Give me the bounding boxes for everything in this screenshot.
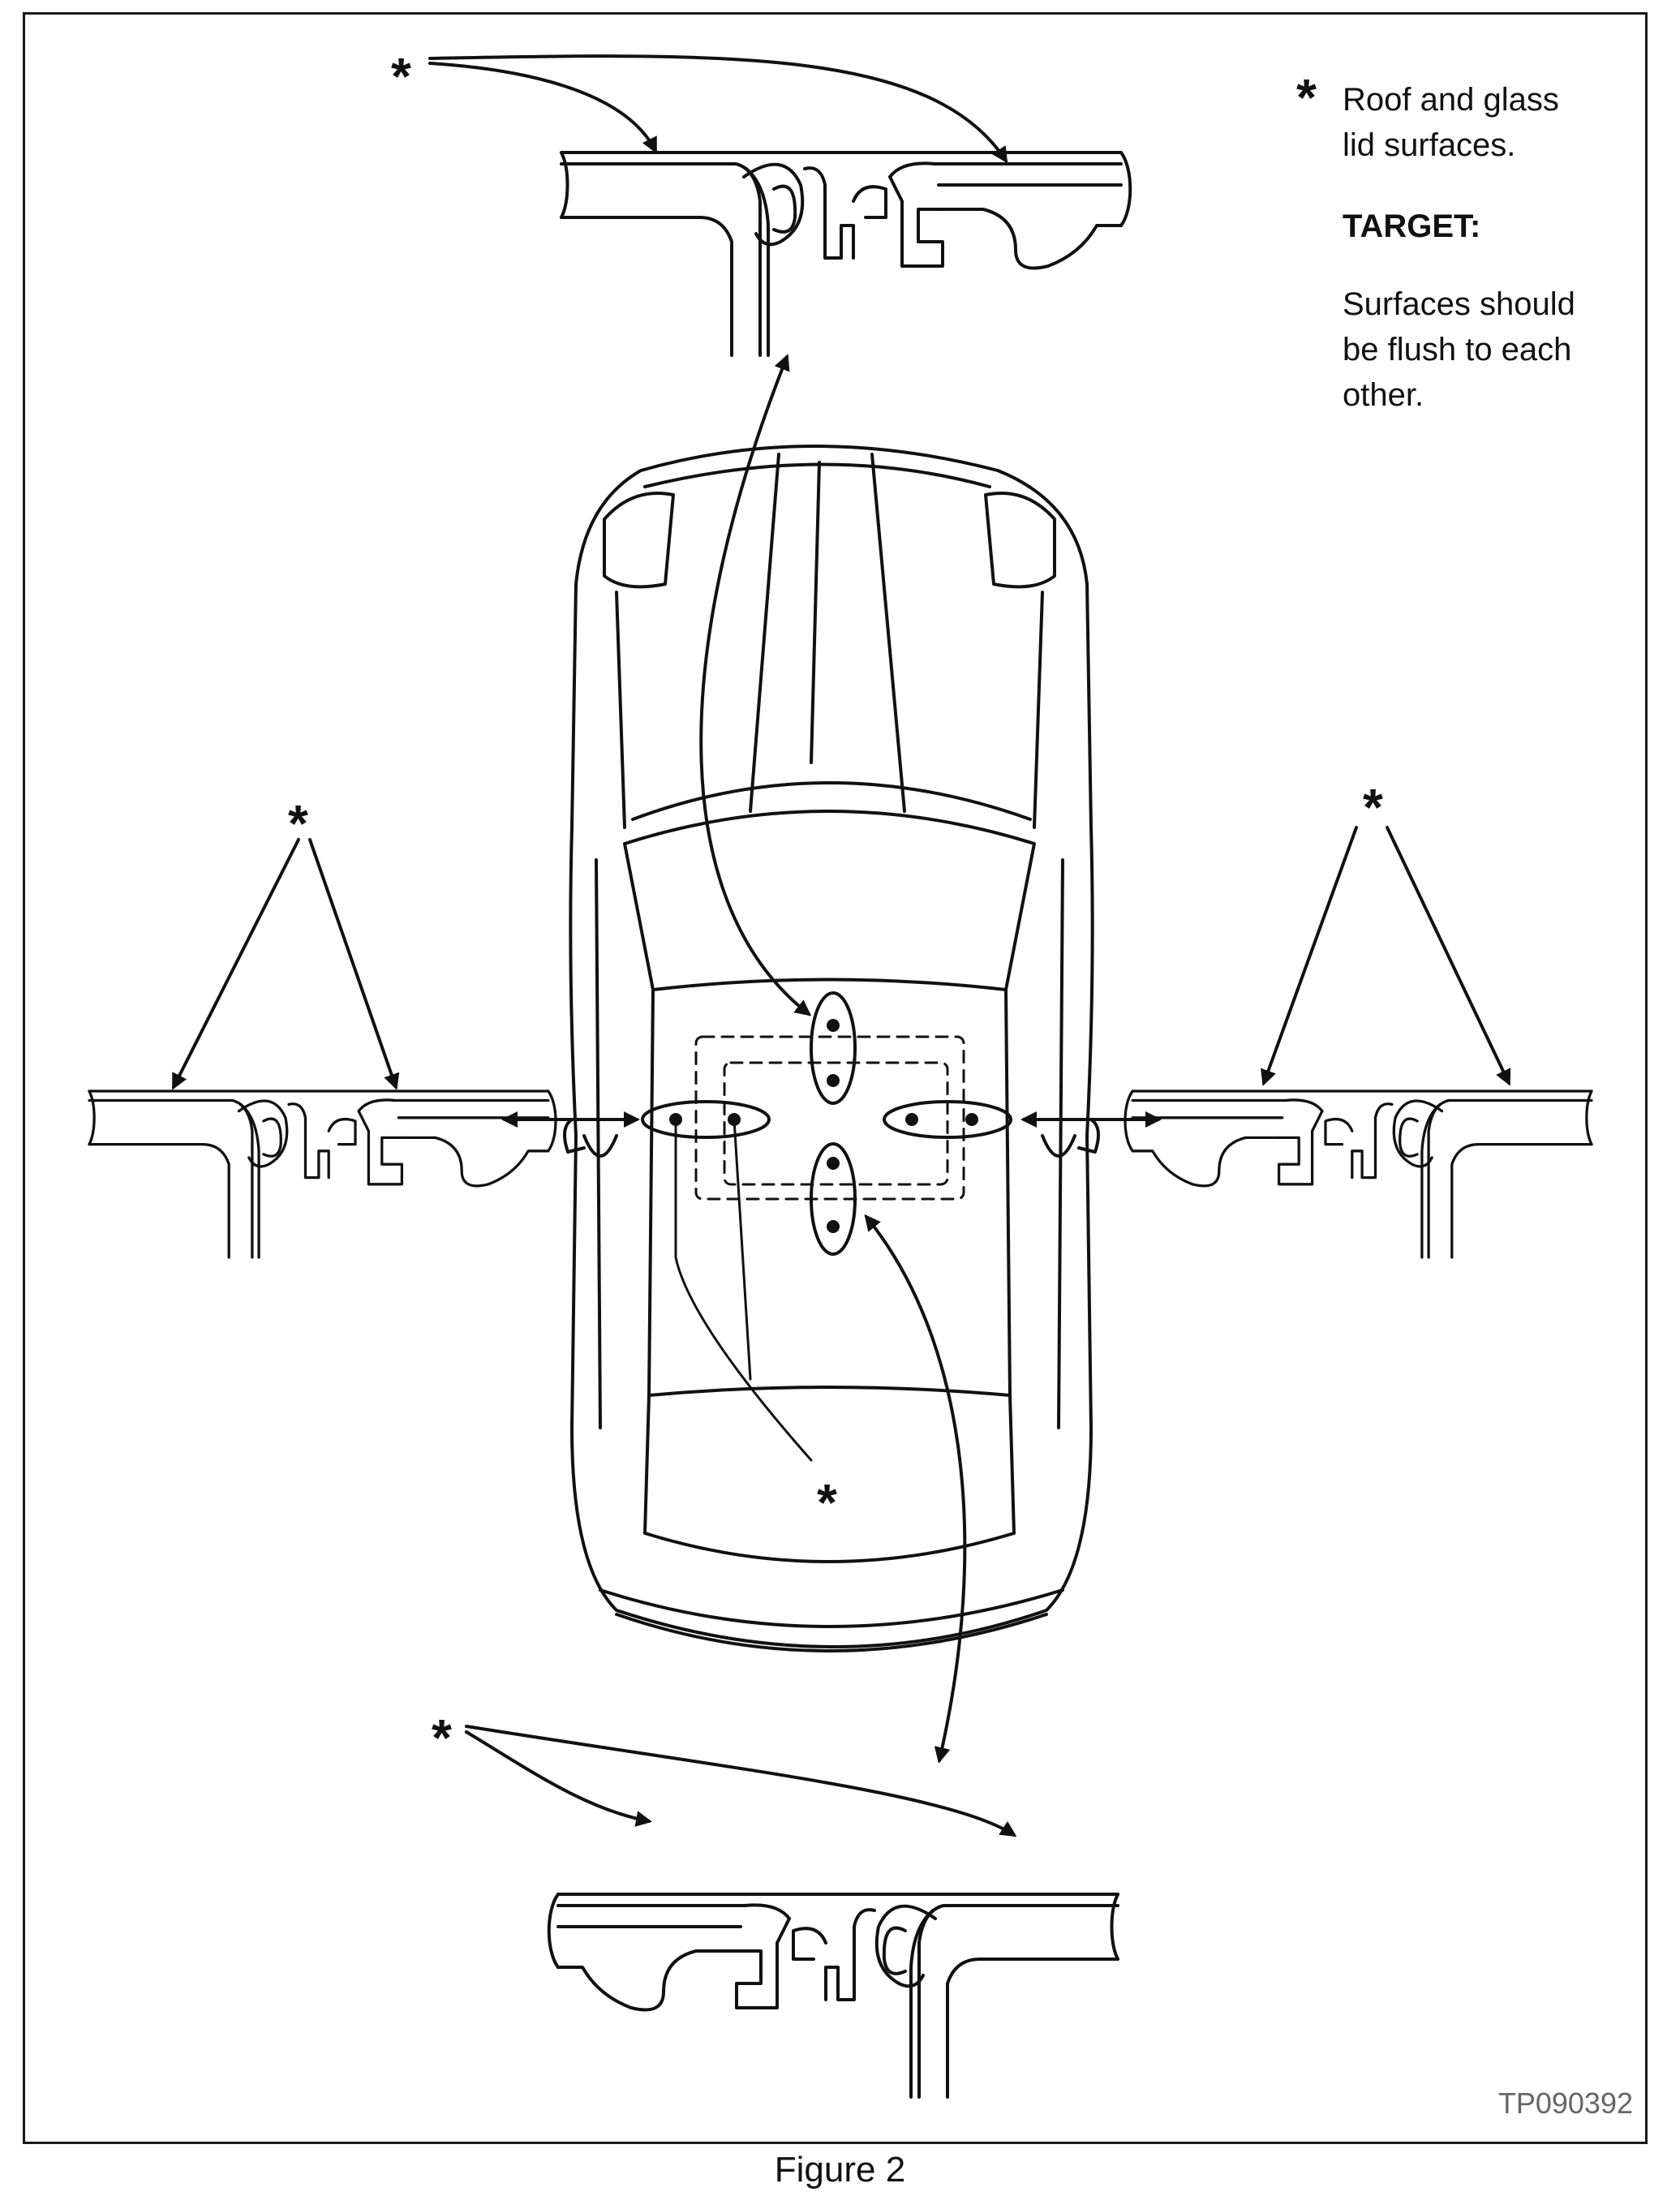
- figure-id: TP090392: [1497, 2086, 1633, 2120]
- arrow-to-top: [699, 354, 812, 1016]
- target-line2: be flush to each: [1343, 332, 1572, 367]
- top-arrow-left: [428, 62, 657, 154]
- right-arrow-b: [1386, 826, 1511, 1086]
- top-arrow-right: [428, 54, 1008, 164]
- leader-b: [733, 1118, 752, 1381]
- sunroof-outline: [694, 1035, 965, 1201]
- legend-line1: Roof and glass: [1343, 82, 1559, 118]
- figure-caption: Figure 2: [774, 2150, 906, 2190]
- legend: Roof and glass lid surfaces. TARGET: Sur…: [1343, 77, 1635, 418]
- left-arrow-b: [308, 838, 400, 1090]
- section-left: [88, 1089, 557, 1259]
- target-line3: other.: [1343, 377, 1424, 413]
- callout-center-asterisk: *: [817, 1473, 837, 1532]
- diagram-frame: [23, 12, 1648, 2144]
- legend-asterisk: *: [1296, 68, 1317, 127]
- callout-right-asterisk: *: [1363, 778, 1383, 836]
- bottom-arrow-left: [465, 1730, 652, 1827]
- left-arrow-a: [172, 838, 300, 1090]
- section-right: [1124, 1089, 1593, 1259]
- callout-top-asterisk: *: [391, 47, 411, 105]
- car-top-view: [563, 445, 1100, 1652]
- callout-bottom-asterisk: *: [432, 1708, 452, 1767]
- callout-left-asterisk: *: [288, 794, 308, 853]
- right-arrow-a: [1261, 826, 1358, 1086]
- section-bottom: [547, 1893, 1119, 2099]
- measure-points: [641, 991, 1012, 1256]
- legend-line2: lid surfaces.: [1343, 127, 1516, 163]
- target-line1: Surfaces should: [1343, 286, 1575, 322]
- section-top: [560, 151, 1132, 357]
- leader-a: [674, 1118, 813, 1462]
- arrow-to-bottom: [864, 1214, 967, 1764]
- bottom-arrow-right: [465, 1725, 1017, 1837]
- target-label: TARGET:: [1343, 208, 1481, 244]
